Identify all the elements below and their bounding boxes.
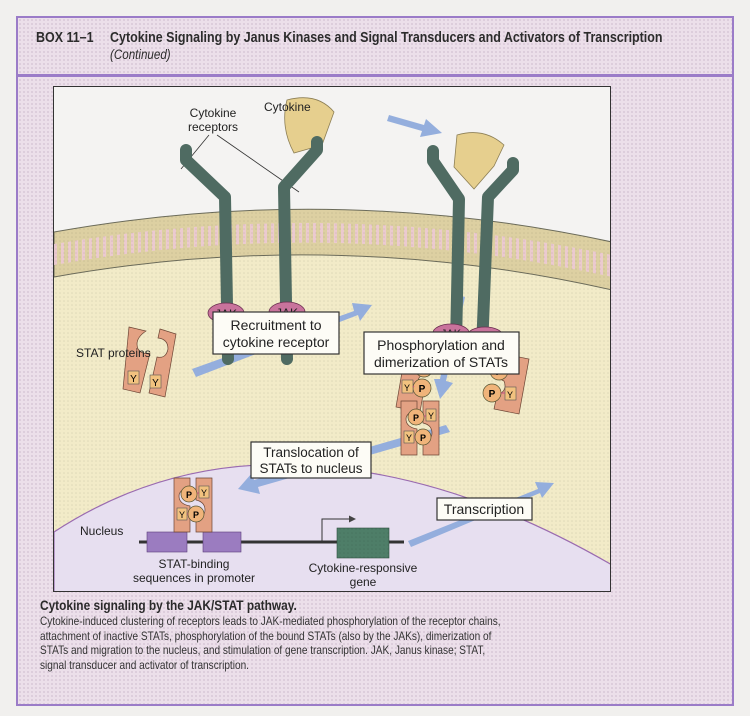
tyrosine-label: Y [507, 390, 513, 400]
recruitment-line1: Recruitment to [230, 317, 321, 333]
receptor-3 [427, 145, 465, 351]
phosphate-label: P [489, 389, 496, 400]
cytokine-label: Cytokine [264, 100, 311, 114]
phosphorylation-line1: Phosphorylation and [377, 337, 505, 353]
gene-label: gene [350, 575, 377, 589]
tyrosine-label: Y [179, 510, 185, 520]
gene-label: Cytokine-responsive [309, 561, 418, 575]
tyrosine-label: Y [406, 433, 412, 443]
box-title: Cytokine Signaling by Janus Kinases and … [110, 30, 663, 46]
receptor-1 [180, 144, 234, 365]
stat-dimer-cytoplasm: P P Y Y [400, 400, 440, 456]
caption-line: signal transducer and activator of trans… [40, 657, 249, 672]
stat-proteins-label: STAT proteins [76, 346, 151, 360]
phosphorylation-line2: dimerization of STATs [374, 354, 508, 370]
phosphate-label: P [193, 510, 199, 520]
caption-line: attachment of inactive STATs, phosphoryl… [40, 628, 492, 643]
stat-dimer-nucleus: P P Y Y [173, 477, 213, 533]
receptor-pair-dimerized [427, 145, 519, 355]
caption-line: STATs and migration to the nucleus, and … [40, 643, 486, 657]
box-label: BOX 11–1 [36, 30, 94, 46]
receptor-2 [278, 136, 323, 365]
box-header: BOX 11–1 Cytokine Signaling by Janus Kin… [18, 18, 732, 77]
cytokine-receptors-label: Cytokine [190, 106, 237, 120]
tyrosine-label: Y [428, 411, 434, 421]
jak-stat-figure: JAK JAK JAK JAK Y Y Y Y P P Y P P [53, 86, 611, 592]
tyrosine-label: Y [130, 374, 137, 385]
step-phosphorylation: Phosphorylation and dimerization of STAT… [363, 331, 520, 375]
step-translocation: Translocation of STATs to nucleus [250, 441, 372, 479]
tyrosine-label: Y [404, 383, 410, 393]
translocation-line1: Translocation of [263, 445, 359, 460]
stat-binding-site-1 [146, 531, 188, 553]
jak-stat-diagram: JAK JAK JAK JAK Y Y Y Y P P Y P P [54, 97, 610, 591]
caption-body: Cytokine-induced clustering of receptors… [40, 614, 729, 672]
phosphate-label: P [413, 413, 419, 423]
caption-line: Cytokine-induced clustering of receptors… [40, 614, 501, 628]
stat-binding-label: sequences in promoter [133, 571, 255, 585]
recruitment-line2: cytokine receptor [223, 334, 330, 350]
tyrosine-label: Y [201, 488, 207, 498]
stat-proteins-free: Y Y [122, 326, 177, 398]
tyrosine-label: Y [152, 378, 159, 389]
arrow-cytokine-binding [387, 115, 442, 137]
step-recruitment: Recruitment to cytokine receptor [212, 311, 340, 355]
translocation-line2: STATs to nucleus [259, 461, 362, 476]
phosphate-label: P [419, 384, 426, 395]
phosphate-label: P [420, 433, 426, 443]
stat-binding-label: STAT-binding [159, 557, 230, 571]
figure-caption: Cytokine signaling by the JAK/STAT pathw… [40, 598, 720, 672]
nucleus-label: Nucleus [80, 524, 123, 538]
transcription-label: Transcription [444, 501, 524, 517]
transcription-start-arrow [321, 515, 356, 542]
box-subtitle: (Continued) [110, 47, 171, 62]
receptor-pair-unbound [180, 136, 323, 365]
receptor-4 [476, 157, 519, 355]
phosphate-label: P [186, 490, 192, 500]
cytokine-bound [453, 132, 505, 190]
caption-title: Cytokine signaling by the JAK/STAT pathw… [40, 598, 297, 613]
stat-binding-site-2 [202, 531, 242, 553]
cytokine-receptors-label: receptors [188, 120, 238, 134]
step-transcription: Transcription [436, 497, 533, 521]
